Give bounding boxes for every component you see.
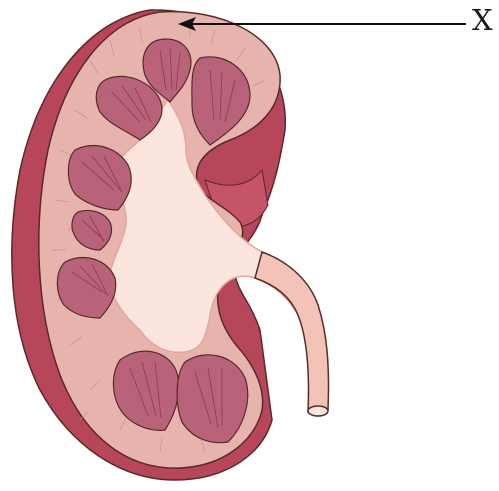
ureter-opening xyxy=(308,406,328,416)
label-x: X xyxy=(472,6,493,35)
pyramid-7 xyxy=(177,355,248,443)
